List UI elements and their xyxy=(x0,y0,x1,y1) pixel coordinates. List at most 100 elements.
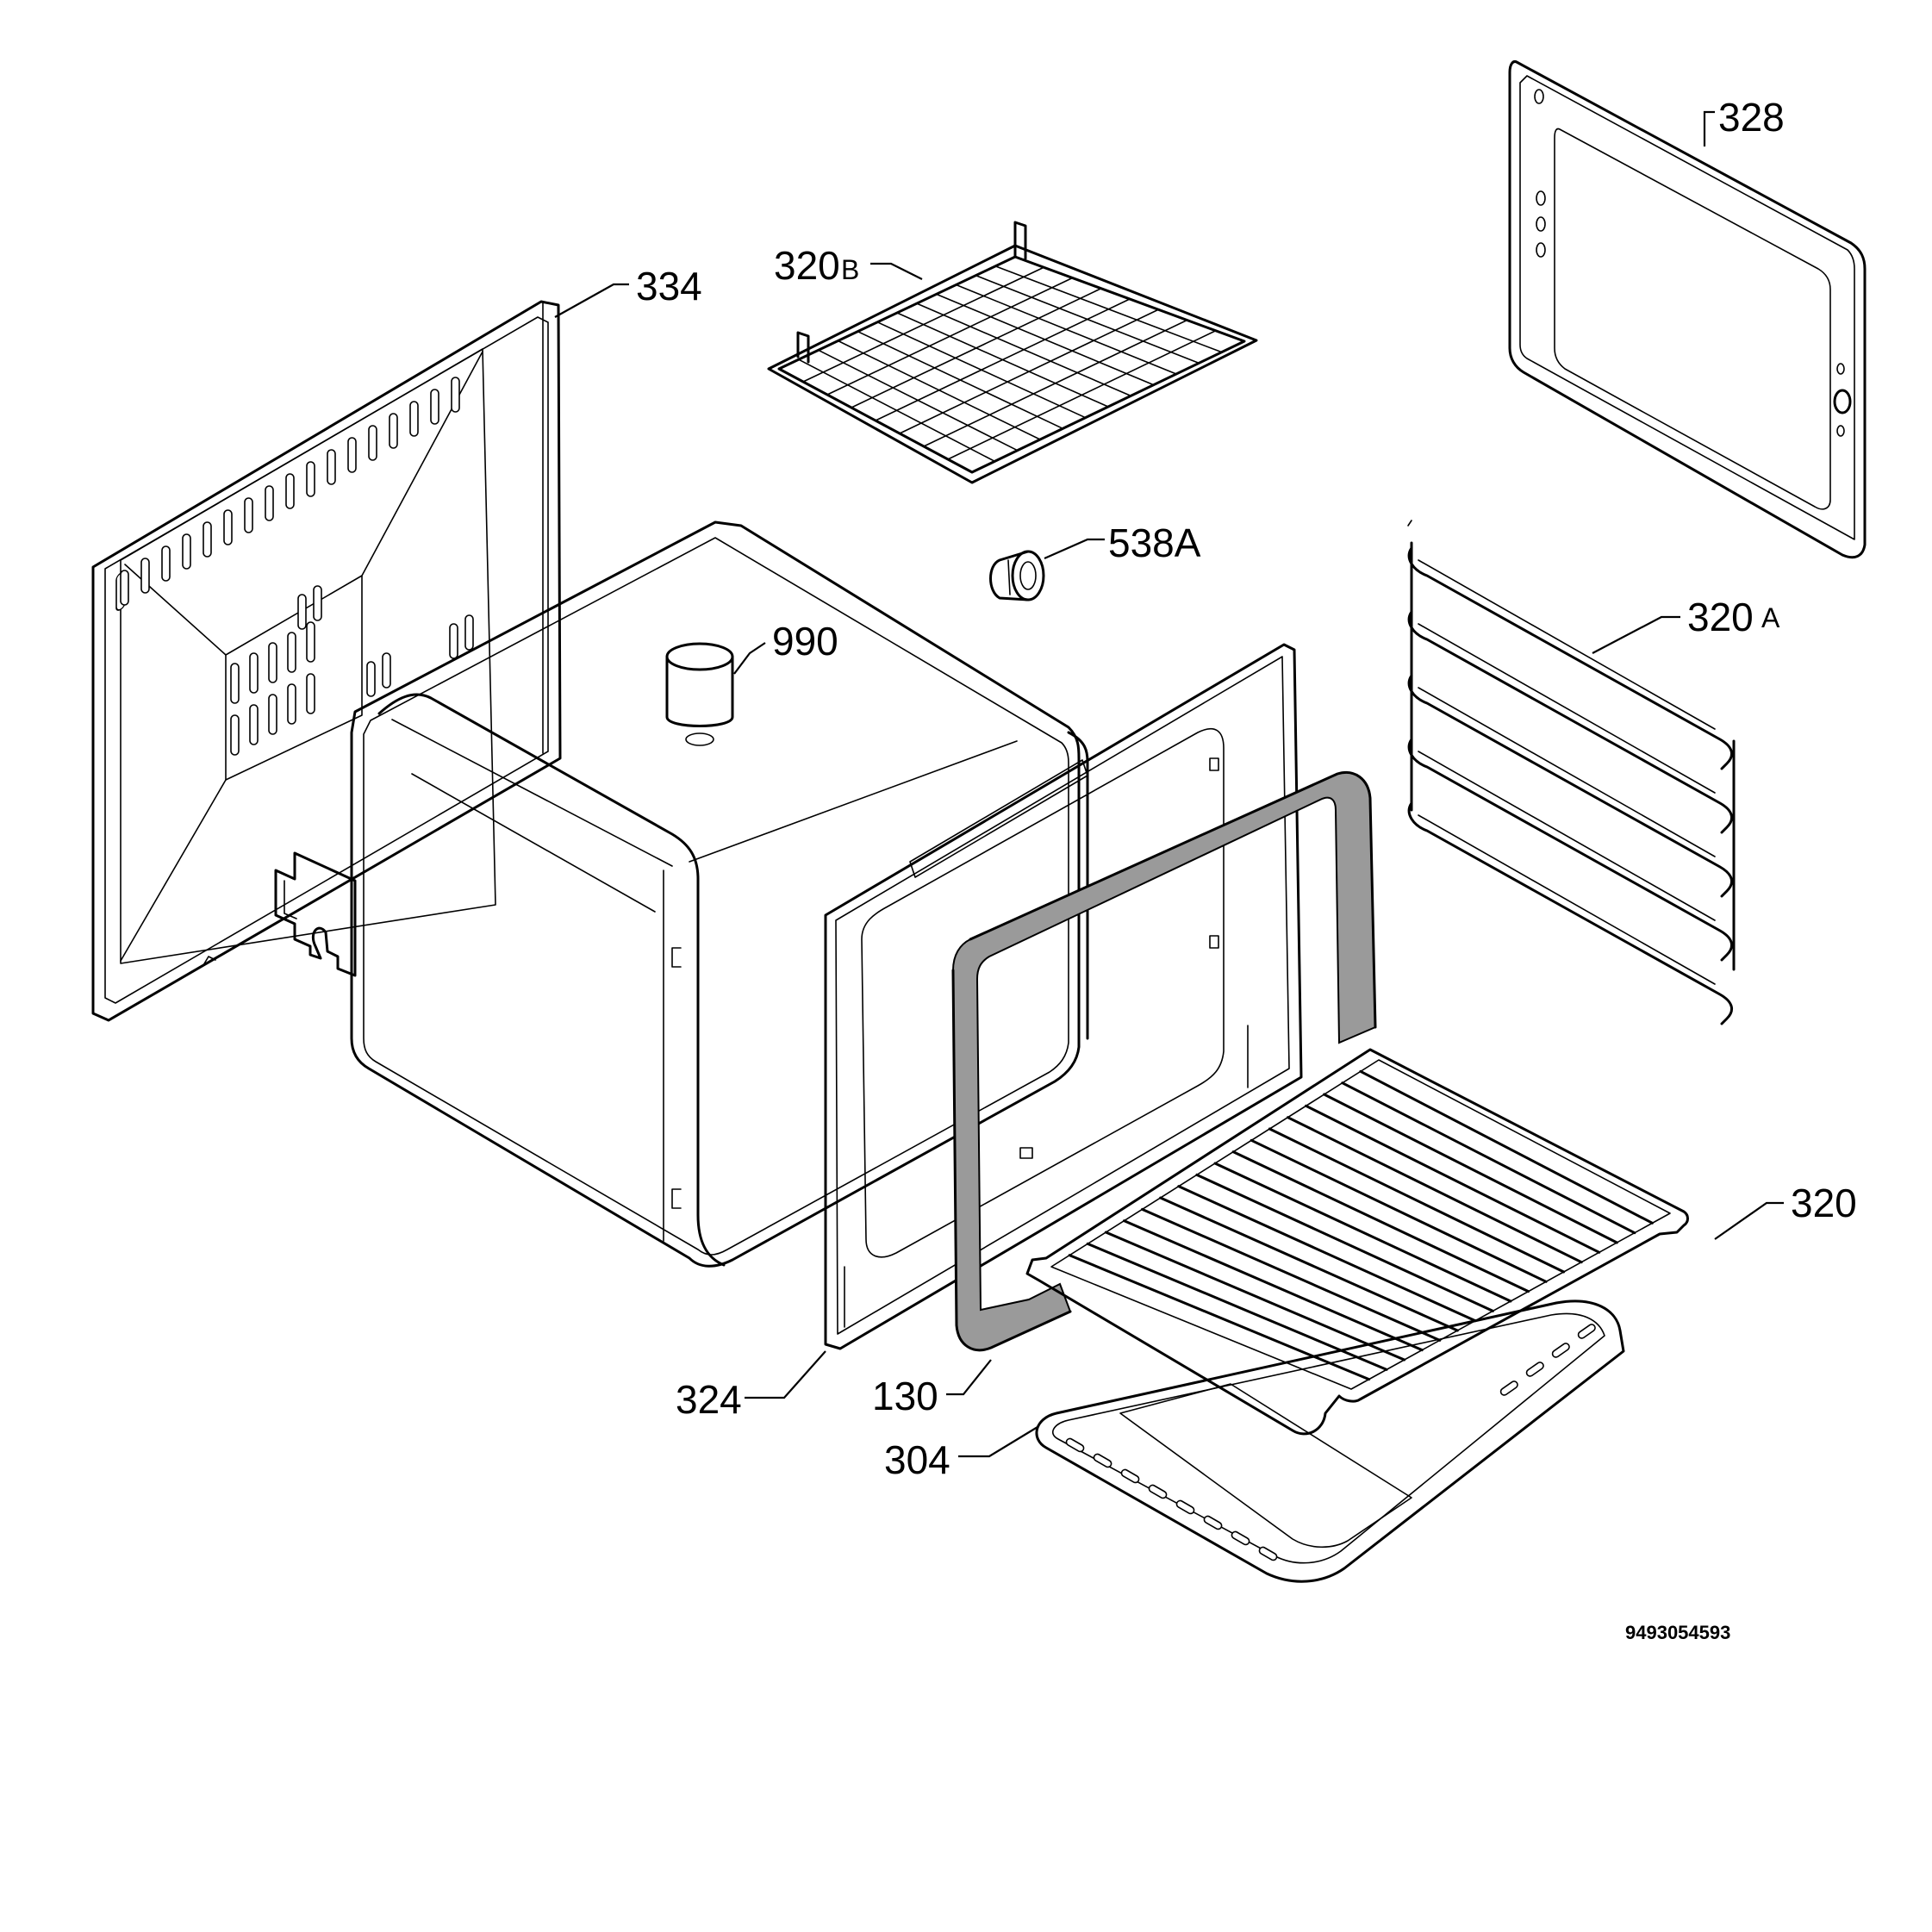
callout-328: 328 xyxy=(1703,95,1785,146)
runner-rail xyxy=(1407,674,1734,898)
side-shelf-runner xyxy=(1407,520,1736,1025)
shelf-wire xyxy=(947,329,1217,460)
oven-cavity-box xyxy=(350,520,1089,1268)
lamp-holder-grommet xyxy=(989,550,1045,601)
vent-slot xyxy=(327,449,336,485)
runner-rail xyxy=(1407,610,1734,834)
part-label-320A-suffix: A xyxy=(1761,602,1780,633)
part-label-304: 304 xyxy=(884,1437,950,1482)
shelf-wire xyxy=(923,319,1188,447)
callout-304: 304 xyxy=(884,1426,1038,1482)
callout-320: 320 xyxy=(1714,1181,1857,1240)
vent-slot xyxy=(223,509,233,545)
tray-slot xyxy=(1093,1453,1112,1468)
rack-bar xyxy=(1141,1207,1442,1342)
rack-bar xyxy=(1195,1173,1494,1312)
vent-slot xyxy=(249,704,259,745)
callout-130: 130 xyxy=(872,1359,992,1418)
runner-rail-edge xyxy=(1418,623,1716,794)
rack-bar xyxy=(1268,1127,1566,1274)
tray-slot xyxy=(1577,1324,1596,1339)
shelf-wire xyxy=(899,308,1160,434)
vent-slot xyxy=(230,714,240,756)
mounting-bracket xyxy=(274,851,357,977)
vent-slot xyxy=(287,683,296,725)
shelf-wire xyxy=(875,298,1131,421)
tray-slot xyxy=(1499,1380,1518,1396)
vent-slot xyxy=(389,413,398,449)
rack-bar xyxy=(1159,1196,1459,1332)
tray-slot xyxy=(1120,1468,1140,1484)
tray-slot xyxy=(1231,1530,1250,1546)
vent-slot xyxy=(297,594,307,630)
vent-slot xyxy=(366,661,376,697)
vent-slot xyxy=(268,694,277,735)
rack-bar xyxy=(1341,1081,1636,1235)
runner-rail xyxy=(1407,801,1734,1025)
callout-334: 334 xyxy=(554,264,702,318)
vent-slot xyxy=(140,558,150,594)
vent-slot xyxy=(306,621,315,663)
rack-bar xyxy=(1323,1093,1618,1244)
vent-slot xyxy=(451,377,460,413)
tray-slot xyxy=(1258,1546,1278,1561)
rack-bar xyxy=(1104,1231,1406,1362)
tray-slot xyxy=(1525,1362,1544,1377)
vent-slot xyxy=(249,652,259,694)
vent-slot xyxy=(161,545,171,582)
tray-slot xyxy=(1065,1437,1085,1453)
door-seal xyxy=(951,771,1377,1352)
part-label-320B-suffix: B xyxy=(841,254,859,285)
rack-bar xyxy=(1250,1138,1548,1283)
top-cylinder-part xyxy=(665,642,734,746)
vent-slot xyxy=(368,425,377,461)
vent-slot xyxy=(430,389,439,425)
vent-slot xyxy=(120,570,129,606)
part-label-320B: 320 xyxy=(774,243,840,288)
shelf-wire xyxy=(802,266,1045,383)
vent-slot xyxy=(268,642,277,683)
runner-rail xyxy=(1407,738,1734,962)
part-label-328: 328 xyxy=(1718,95,1785,140)
runner-rail-edge xyxy=(1418,687,1716,857)
diagram-code: 9493054593 xyxy=(1625,1622,1730,1643)
rack-bar xyxy=(1122,1219,1424,1352)
vent-slot xyxy=(449,623,458,659)
rack-bar xyxy=(1286,1116,1583,1264)
vent-slot xyxy=(382,652,391,689)
vent-slot xyxy=(347,437,357,473)
rack-bar xyxy=(1213,1162,1512,1303)
rack-bar xyxy=(1177,1185,1477,1323)
callout-320B: 320 B xyxy=(774,243,923,288)
tray-slot xyxy=(1551,1343,1570,1358)
runner-rail-edge xyxy=(1418,559,1716,730)
baking-tray xyxy=(1035,1299,1625,1583)
vent-slot xyxy=(285,473,295,509)
vent-slot xyxy=(265,485,274,521)
callout-324: 324 xyxy=(676,1350,826,1422)
door-inner-frame xyxy=(1508,60,1867,559)
callout-990: 990 xyxy=(733,619,838,675)
vent-slot xyxy=(409,401,419,437)
rack-bar xyxy=(1086,1242,1388,1371)
vent-slot xyxy=(306,673,315,714)
vent-slot xyxy=(313,585,322,621)
wire-shelf-upper xyxy=(767,221,1258,484)
vent-slot xyxy=(182,533,191,570)
part-label-130: 130 xyxy=(872,1374,938,1418)
shelf-wire xyxy=(826,277,1074,396)
tray-slot xyxy=(1203,1515,1223,1530)
part-label-334: 334 xyxy=(636,264,702,308)
part-label-324: 324 xyxy=(676,1377,742,1422)
rear-wall-panel xyxy=(91,300,562,1022)
part-label-320A: 320 xyxy=(1687,595,1754,639)
tray-slot xyxy=(1175,1499,1195,1515)
vent-slot xyxy=(230,663,240,704)
runner-rail-edge xyxy=(1418,814,1716,985)
vent-slot xyxy=(287,632,296,673)
tray-slot xyxy=(1148,1484,1168,1499)
vent-slot xyxy=(203,521,212,558)
rack-bar xyxy=(1359,1069,1654,1225)
runner-rail-edge xyxy=(1418,751,1716,921)
